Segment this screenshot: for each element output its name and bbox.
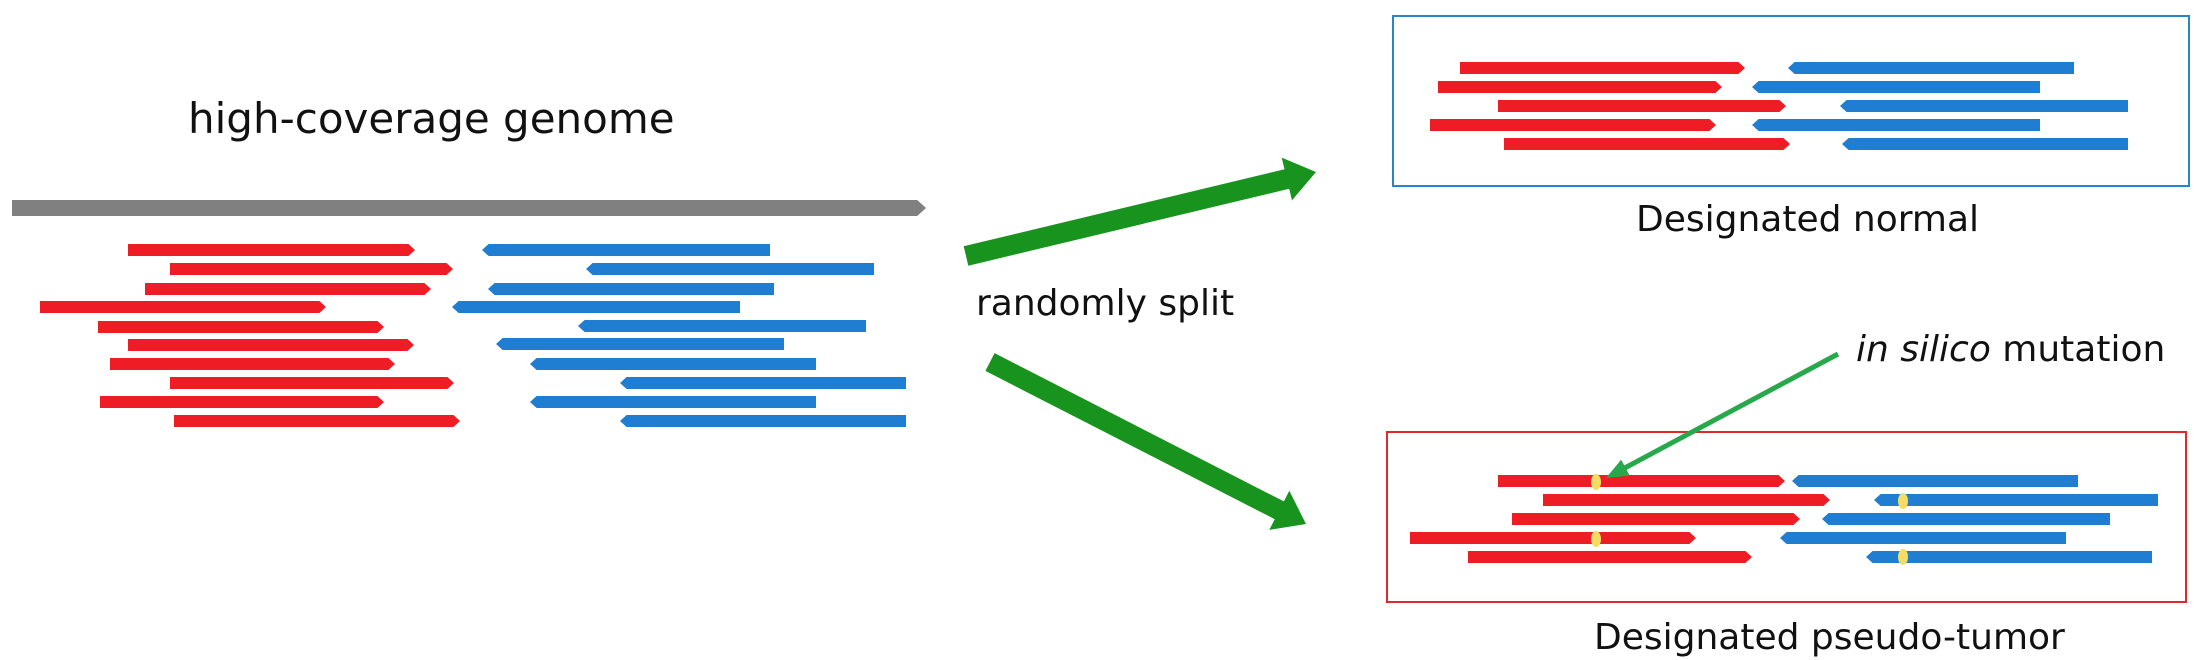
reverse-read: [482, 244, 770, 256]
reverse-read: [530, 358, 816, 370]
forward-read: [1468, 551, 1752, 563]
forward-read: [40, 301, 326, 313]
reverse-read: [1752, 119, 2040, 131]
mutation-dot-icon: [1591, 531, 1601, 547]
reverse-read: [1874, 494, 2158, 506]
forward-read: [1430, 119, 1716, 131]
genome-title: high-coverage genome: [188, 94, 675, 143]
reverse-read: [586, 263, 874, 275]
reverse-read: [1788, 62, 2074, 74]
forward-read: [145, 283, 431, 295]
forward-read: [1512, 513, 1800, 525]
reverse-read: [488, 283, 774, 295]
forward-read: [98, 321, 384, 333]
forward-read: [1460, 62, 1745, 74]
forward-read: [170, 377, 454, 389]
split-label: randomly split: [976, 283, 1235, 324]
reverse-read: [496, 338, 784, 350]
reverse-read: [1866, 551, 2152, 563]
split-arrow-icon: [963, 157, 1316, 266]
reverse-read: [1752, 81, 2040, 93]
reverse-read: [1822, 513, 2110, 525]
mutation-label: in silico mutation: [1856, 332, 2165, 368]
reverse-read: [578, 320, 866, 332]
mutation-label-rest: mutation: [1990, 329, 2166, 370]
mutation-dot-icon: [1591, 474, 1601, 490]
mutation-dot-icon: [1898, 549, 1908, 565]
reverse-read: [620, 415, 906, 427]
reverse-read: [1840, 100, 2128, 112]
reverse-read: [1780, 532, 2066, 544]
reverse-read: [1842, 138, 2128, 150]
mutation-pointer-icon: [1606, 351, 1840, 478]
genome-bar: [12, 200, 926, 216]
forward-read: [128, 339, 414, 351]
forward-read: [1438, 81, 1722, 93]
forward-read: [170, 263, 453, 275]
reverse-read: [452, 301, 740, 313]
mutation-dot-icon: [1898, 493, 1908, 509]
split-arrow-icon: [985, 353, 1306, 530]
normal-box: [1392, 15, 2190, 187]
reverse-read: [620, 377, 906, 389]
forward-read: [128, 244, 415, 256]
forward-read: [1410, 532, 1696, 544]
forward-read: [1498, 475, 1785, 487]
mutation-label-italic: in silico: [1856, 329, 1991, 370]
forward-read: [1504, 138, 1790, 150]
forward-read: [174, 415, 460, 427]
reverse-read: [530, 396, 816, 408]
forward-read: [110, 358, 395, 370]
forward-read: [1543, 494, 1830, 506]
tumor-label: Designated pseudo-tumor: [1594, 617, 2065, 658]
reverse-read: [1792, 475, 2078, 487]
forward-read: [1498, 100, 1786, 112]
forward-read: [100, 396, 384, 408]
tumor-box: [1386, 431, 2187, 603]
normal-label: Designated normal: [1636, 199, 1980, 240]
